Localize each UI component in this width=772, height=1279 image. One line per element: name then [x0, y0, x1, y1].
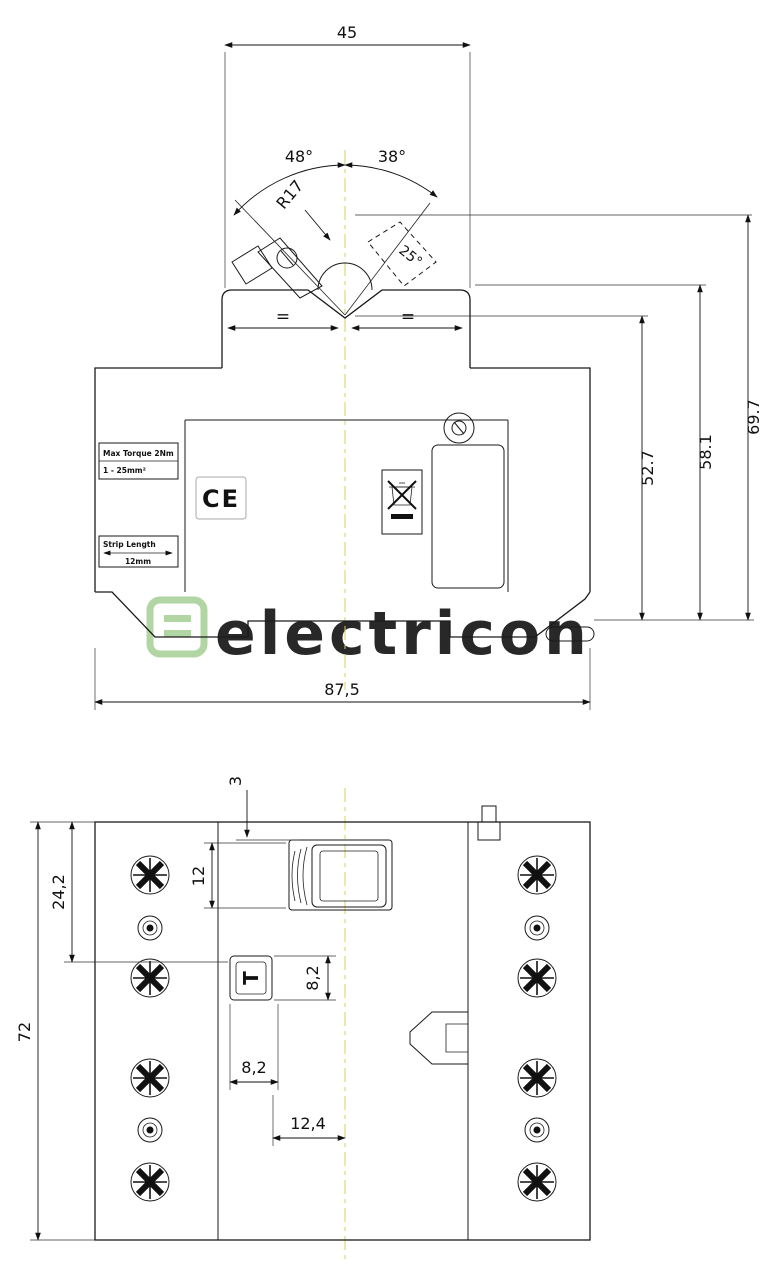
side-view: 25° 45 48° 38° R17 = = — [94, 23, 763, 710]
lever-screw-icon — [276, 247, 298, 269]
strip-label-line2: 12mm — [125, 557, 151, 566]
dim-87-5-label: 87,5 — [324, 680, 360, 699]
test-button-label: T — [239, 971, 263, 985]
dim-24-2-label: 24,2 — [49, 874, 68, 910]
watermark: electricon — [146, 596, 591, 669]
strip-label-box — [98, 535, 179, 568]
front-view: T — [15, 776, 591, 1262]
ce-mark-box — [195, 476, 247, 520]
front-toggle-switch — [288, 839, 393, 911]
screw-small-icon — [137, 1117, 163, 1143]
screw-small-icon — [524, 1117, 550, 1143]
ce-mark-label: CE — [202, 485, 240, 513]
side-body — [94, 262, 595, 642]
screw-icon — [130, 1058, 170, 1098]
angle-references — [234, 199, 431, 316]
dim-58-1-label: 58.1 — [696, 434, 715, 470]
dim-25-label: 25° — [396, 243, 425, 271]
terminal-screws-right — [517, 855, 557, 1202]
side-labels: Max Torque 2Nm 1 - 25mm² CE Strip Length… — [98, 442, 423, 568]
torque-label-line1: Max Torque 2Nm — [103, 449, 174, 458]
dim-8-2-horizontal-label: 8,2 — [241, 1058, 266, 1077]
watermark-logo-bar2 — [164, 630, 191, 637]
torque-label-line2: 1 - 25mm² — [103, 466, 146, 475]
dim-12-label: 12 — [189, 866, 208, 886]
watermark-text: electricon — [215, 599, 591, 669]
toggle-lever — [231, 237, 323, 299]
screw-icon — [130, 855, 170, 895]
side-dimensions: 45 48° 38° R17 = = 52.7 58.1 69.7 — [94, 23, 763, 710]
test-button: T — [229, 955, 273, 1001]
strip-label-line1: Strip Length — [103, 540, 156, 549]
toggle-lever-alt: 25° — [367, 221, 437, 287]
dim-72-label: 72 — [15, 1022, 34, 1042]
housing-screw-icon — [443, 412, 475, 444]
screw-small-icon — [137, 915, 163, 941]
screw-icon — [130, 958, 170, 998]
terminal-screws-left — [130, 855, 170, 1202]
dim-69-7-label: 69.7 — [744, 399, 763, 435]
weee-symbol-icon — [381, 469, 423, 535]
dim-8-2-vertical-label: 8,2 — [303, 965, 322, 990]
watermark-logo-bar1 — [164, 615, 191, 622]
dim-52-7-label: 52.7 — [638, 450, 657, 486]
dim-45-label: 45 — [337, 23, 357, 42]
dim-3-label: 3 — [226, 776, 245, 786]
watermark-logo-icon — [146, 596, 208, 658]
equal-mark-right: = — [401, 307, 415, 327]
screw-small-icon — [524, 915, 550, 941]
screw-icon — [130, 1162, 170, 1202]
screw-icon — [517, 1058, 557, 1098]
din-release-clip — [409, 1011, 468, 1065]
screw-icon — [517, 1162, 557, 1202]
equal-mark-left: = — [276, 307, 290, 327]
screw-icon — [517, 958, 557, 998]
dim-38-label: 38° — [378, 147, 406, 166]
dim-12-4-label: 12,4 — [290, 1114, 326, 1133]
front-dimensions: 3 12 24,2 72 8,2 8,2 — [15, 776, 346, 1241]
screw-icon — [517, 855, 557, 895]
dim-48-label: 48° — [285, 147, 313, 166]
front-body — [94, 805, 591, 1241]
